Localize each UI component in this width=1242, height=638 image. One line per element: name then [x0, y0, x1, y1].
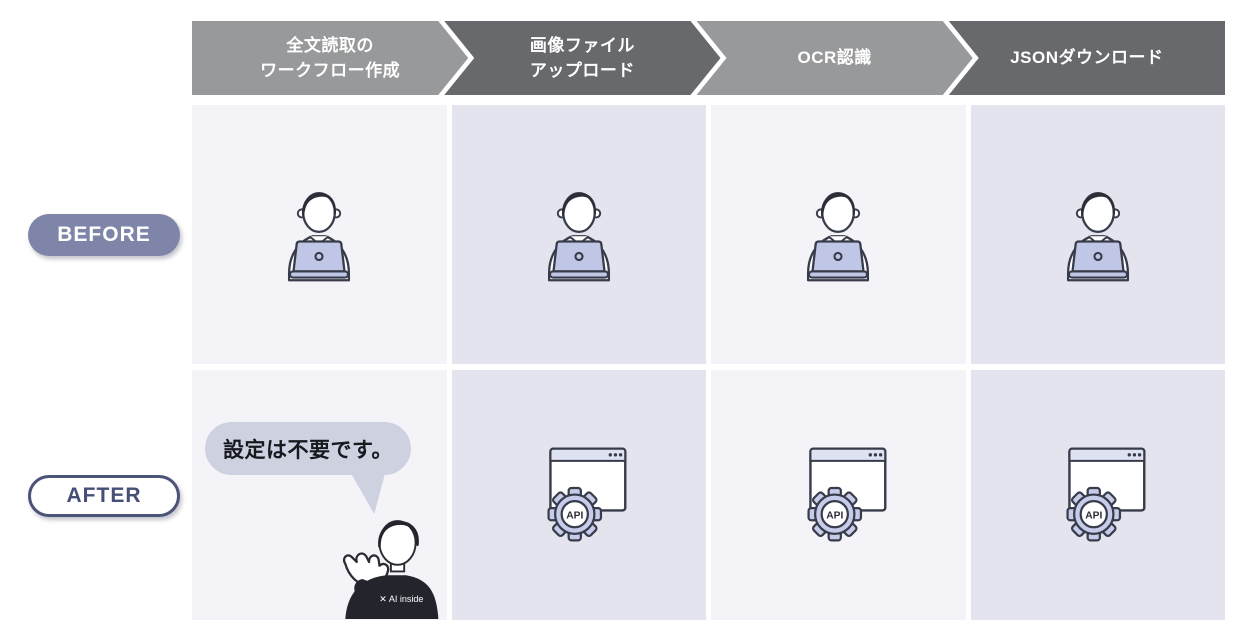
api-gear-browser-icon: [786, 445, 891, 546]
after-cell-step-3: [711, 370, 966, 620]
before-cell-step-3: [711, 105, 966, 364]
speech-bubble-text: 設定は不要です。: [223, 438, 393, 462]
after-row: 設定は不要です。 ✕ AI inside: [192, 370, 1225, 620]
workflow-header: 全文読取の ワークフロー作成 画像ファイル アップロード OCR認識 JSONダ…: [192, 21, 1225, 95]
after-cell-step-4: [970, 370, 1225, 620]
workflow-step-2: 画像ファイル アップロード: [444, 21, 720, 95]
before-cell-step-2: [451, 105, 706, 364]
hair: [378, 521, 419, 548]
person-at-laptop-icon: [794, 180, 882, 289]
person-at-laptop-icon: [535, 180, 623, 289]
before-cell-step-4: [970, 105, 1225, 364]
workflow-step-1-label: 全文読取の ワークフロー作成: [260, 35, 401, 80]
workflow-step-2-label: 画像ファイル アップロード: [529, 35, 635, 80]
after-badge: AFTER: [28, 475, 180, 517]
person-at-laptop-icon: [1054, 180, 1142, 289]
before-row: [192, 105, 1225, 364]
presenter-person-icon: ✕ AI inside: [342, 520, 439, 619]
after-cell-step-1: 設定は不要です。 ✕ AI inside: [192, 370, 447, 620]
workflow-step-4: JSONダウンロード: [948, 21, 1225, 95]
before-cell-step-1: [192, 105, 447, 364]
no-setup-scene: 設定は不要です。 ✕ AI inside: [192, 370, 447, 620]
workflow-step-3: OCR認識: [697, 21, 973, 95]
before-badge: BEFORE: [28, 214, 180, 256]
brand-logo-text: ✕ AI inside: [379, 594, 423, 604]
body: [345, 575, 439, 619]
workflow-step-3-label: OCR認識: [797, 48, 872, 68]
workflow-step-1: 全文読取の ワークフロー作成: [192, 21, 468, 95]
api-gear-browser-icon: [526, 445, 631, 546]
speech-bubble: 設定は不要です。: [205, 422, 411, 475]
person-at-laptop-icon: [275, 180, 363, 289]
after-cell-step-2: [451, 370, 706, 620]
api-gear-browser-icon: [1045, 445, 1150, 546]
workflow-step-4-label: JSONダウンロード: [1010, 48, 1164, 68]
